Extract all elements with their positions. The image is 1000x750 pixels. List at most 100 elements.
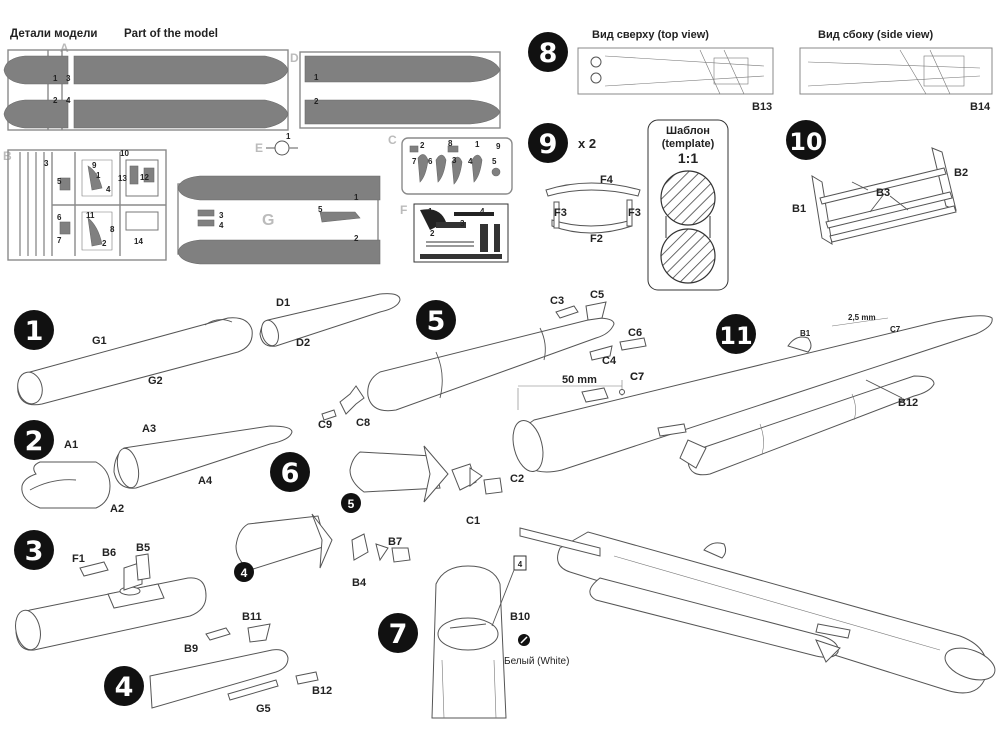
step-1: 1 D1 G1 D2 G2 bbox=[14, 293, 401, 406]
d-num-1: 1 bbox=[314, 73, 319, 82]
c-num-8: 8 bbox=[448, 139, 453, 148]
sprue-a: A 1 3 2 4 bbox=[3, 41, 289, 131]
propulsor-housing-4 bbox=[235, 515, 327, 571]
label-b2: B2 bbox=[954, 167, 968, 179]
b-num-2: 2 bbox=[102, 239, 107, 248]
step-8: 8 Вид сверху (top view) Вид сбоку (side … bbox=[528, 29, 993, 113]
label-c8: C8 bbox=[356, 417, 370, 429]
c-num-1: 1 bbox=[475, 140, 480, 149]
label-c1: C1 bbox=[466, 515, 480, 527]
step-badge-2 bbox=[14, 420, 54, 460]
sprue-d: D 1 2 bbox=[290, 51, 501, 129]
step-badge-11 bbox=[716, 314, 756, 354]
c-num-2: 2 bbox=[420, 141, 425, 150]
label-c7: C7 bbox=[630, 371, 644, 383]
sprue-letter-a: A bbox=[60, 41, 69, 55]
template-disc-bottom bbox=[660, 228, 716, 284]
a-num-1: 1 bbox=[53, 74, 58, 83]
step-badge-6 bbox=[270, 452, 310, 492]
b-num-12: 12 bbox=[140, 173, 149, 182]
step-badge-10 bbox=[786, 120, 826, 160]
label-c9: C9 bbox=[318, 419, 332, 431]
side-view-label: Вид сбоку (side view) bbox=[818, 29, 933, 41]
propulsor-housing-5 bbox=[349, 451, 441, 493]
label-a2: A2 bbox=[110, 503, 124, 515]
top-view-label: Вид сверху (top view) bbox=[592, 29, 709, 41]
label-a1: A1 bbox=[64, 439, 78, 451]
label-a3: A3 bbox=[142, 423, 156, 435]
sprue-letter-e: E bbox=[255, 141, 263, 155]
label-d2: D2 bbox=[296, 337, 310, 349]
label-c6: C6 bbox=[628, 327, 642, 339]
g-num-2: 2 bbox=[354, 234, 359, 243]
c-num-6: 6 bbox=[428, 157, 433, 166]
label-c2: C2 bbox=[510, 473, 524, 485]
g-num-3: 3 bbox=[219, 211, 224, 220]
step-10: 10 B2 B3 B1 bbox=[786, 120, 968, 245]
a-num-3: 3 bbox=[66, 74, 71, 83]
d-num-2: 2 bbox=[314, 97, 319, 106]
part-d1 bbox=[304, 55, 501, 83]
label-g2: G2 bbox=[148, 375, 163, 387]
step-number-2: 2 bbox=[25, 426, 44, 457]
label-g1: G1 bbox=[92, 335, 107, 347]
label-d1: D1 bbox=[276, 297, 290, 309]
label-b11: B11 bbox=[242, 611, 262, 623]
a-num-4: 4 bbox=[66, 96, 71, 105]
hull-step5 bbox=[367, 317, 615, 412]
parts-title-en: Part of the model bbox=[124, 28, 218, 40]
part-a2 bbox=[3, 99, 69, 129]
sprue-g: G 3 4 5 1 2 bbox=[177, 175, 381, 265]
step-badge-1 bbox=[14, 310, 54, 350]
b-num-13: 13 bbox=[118, 174, 127, 183]
step-badge-9 bbox=[528, 123, 568, 163]
step-number-11: 11 bbox=[719, 322, 752, 350]
label-b5: B5 bbox=[136, 542, 150, 554]
b13-top-view bbox=[577, 47, 774, 95]
sprue-b: B 3 5 6 7 9 1 4 10 13 12 11 8 2 14 bbox=[3, 149, 167, 261]
step-number-1: 1 bbox=[25, 316, 44, 347]
g-num-1: 1 bbox=[354, 193, 359, 202]
label-c7-lower: C7 bbox=[630, 371, 644, 383]
parts-title-ru: Детали модели bbox=[10, 28, 97, 40]
label-c4: C4 bbox=[602, 355, 617, 367]
step-number-9: 9 bbox=[539, 129, 558, 160]
template-card: Шаблон (template) 1:1 bbox=[647, 119, 729, 291]
label-f2: F2 bbox=[590, 233, 603, 245]
step-number-3: 3 bbox=[25, 536, 44, 567]
template-title-en: (template) bbox=[662, 138, 715, 150]
dim-50mm: 50 mm bbox=[562, 374, 597, 386]
b-num-7: 7 bbox=[57, 236, 62, 245]
f-num-4: 4 bbox=[480, 207, 485, 216]
sprue-f: F 1 4 3 2 bbox=[400, 203, 509, 263]
template-title-ru: Шаблон bbox=[666, 125, 710, 137]
sprue-letter-d: D bbox=[290, 51, 299, 65]
e-num-1: 1 bbox=[286, 132, 291, 141]
g-num-4: 4 bbox=[219, 221, 224, 230]
step-number-6: 6 bbox=[281, 458, 300, 489]
part-a4 bbox=[73, 99, 289, 129]
label-b1: B1 bbox=[792, 203, 806, 215]
label-f3-right: F3 bbox=[628, 207, 641, 219]
step-5: 5 C3 C5 C6 C4 C7 C9 C8 bbox=[318, 289, 647, 431]
sprue-letter-f: F bbox=[400, 203, 407, 217]
sprue-letter-g: G bbox=[262, 212, 274, 229]
template-scale: 1:1 bbox=[678, 150, 698, 166]
hull-section-step3 bbox=[15, 577, 207, 651]
nose-a-assembly bbox=[21, 461, 111, 509]
label-b12-step11: B12 bbox=[898, 397, 918, 409]
step-6: 6 5 4 C2 C1 B7 B4 bbox=[234, 445, 524, 589]
b-num-6: 6 bbox=[57, 213, 62, 222]
label-c3: C3 bbox=[550, 295, 564, 307]
f-num-3: 3 bbox=[460, 219, 465, 228]
step-badge-5 bbox=[416, 300, 456, 340]
label-b3: B3 bbox=[876, 187, 890, 199]
label-b7: B7 bbox=[388, 536, 402, 548]
label-b9: B9 bbox=[184, 643, 198, 655]
b-num-10: 10 bbox=[120, 149, 129, 158]
label-b14: B14 bbox=[970, 101, 991, 113]
c-num-5: 5 bbox=[492, 157, 497, 166]
b-num-8: 8 bbox=[110, 225, 115, 234]
label-f3-left: F3 bbox=[554, 207, 567, 219]
